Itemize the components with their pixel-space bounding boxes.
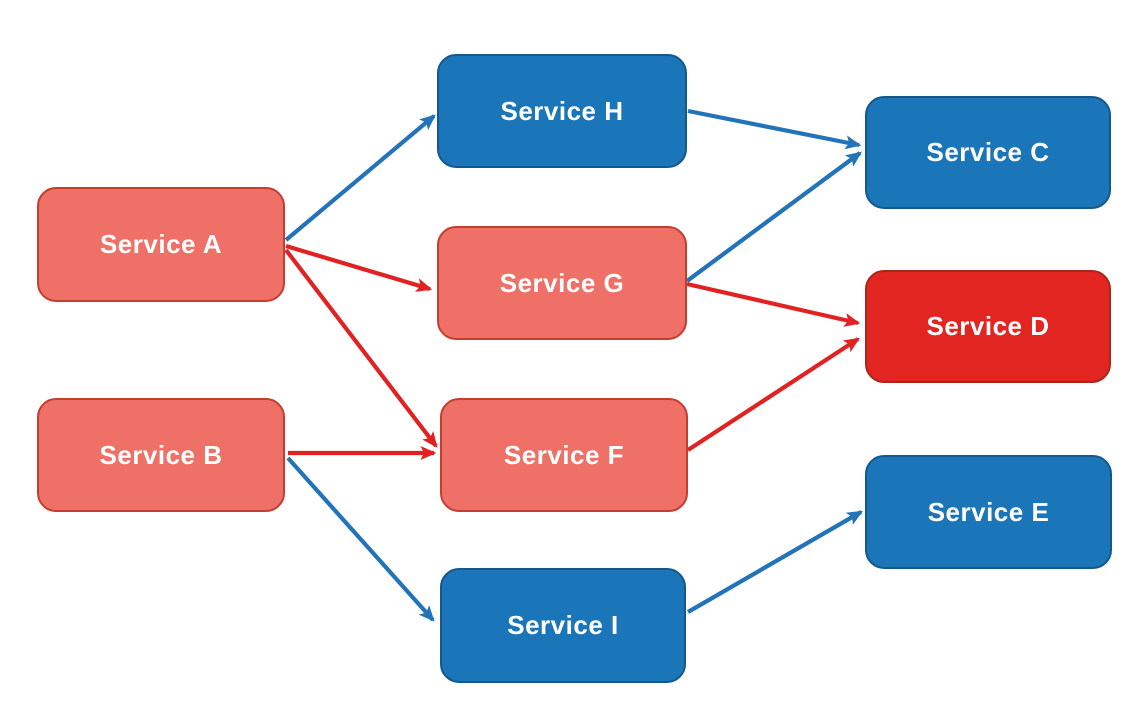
edge-service-a-to-service-f [284,248,438,448]
edge-service-g-to-service-c [685,151,862,283]
node-service-i[interactable]: Service I [440,568,686,683]
node-label-service-f: Service F [503,439,625,470]
node-label-service-i: Service I [507,610,619,640]
node-service-h[interactable]: Service H [437,54,687,168]
node-service-a[interactable]: Service A [37,187,285,302]
edge-service-h-to-service-c [687,108,862,150]
node-label-service-h: Service H [500,95,624,126]
node-label-service-a: Service A [99,229,223,259]
node-label-service-c: Service C [926,137,1050,167]
node-service-f[interactable]: Service F [440,398,688,512]
node-label-service-g: Service G [499,267,625,298]
node-label-service-b: Service B [99,439,223,470]
edge-service-f-to-service-d [686,337,861,452]
node-service-e[interactable]: Service E [865,455,1112,569]
node-service-c[interactable]: Service C [865,96,1111,209]
node-label-service-d: Service D [926,311,1050,341]
node-service-d[interactable]: Service D [865,270,1111,383]
node-service-b[interactable]: Service B [37,398,285,512]
edge-service-i-to-service-e [686,510,864,614]
edge-service-g-to-service-d [686,281,861,327]
node-service-g[interactable]: Service G [437,226,687,340]
node-label-service-e: Service E [927,496,1050,527]
edge-service-b-to-service-i [286,456,435,622]
edge-service-a-to-service-g [285,243,433,292]
edge-service-a-to-service-h [284,114,436,242]
